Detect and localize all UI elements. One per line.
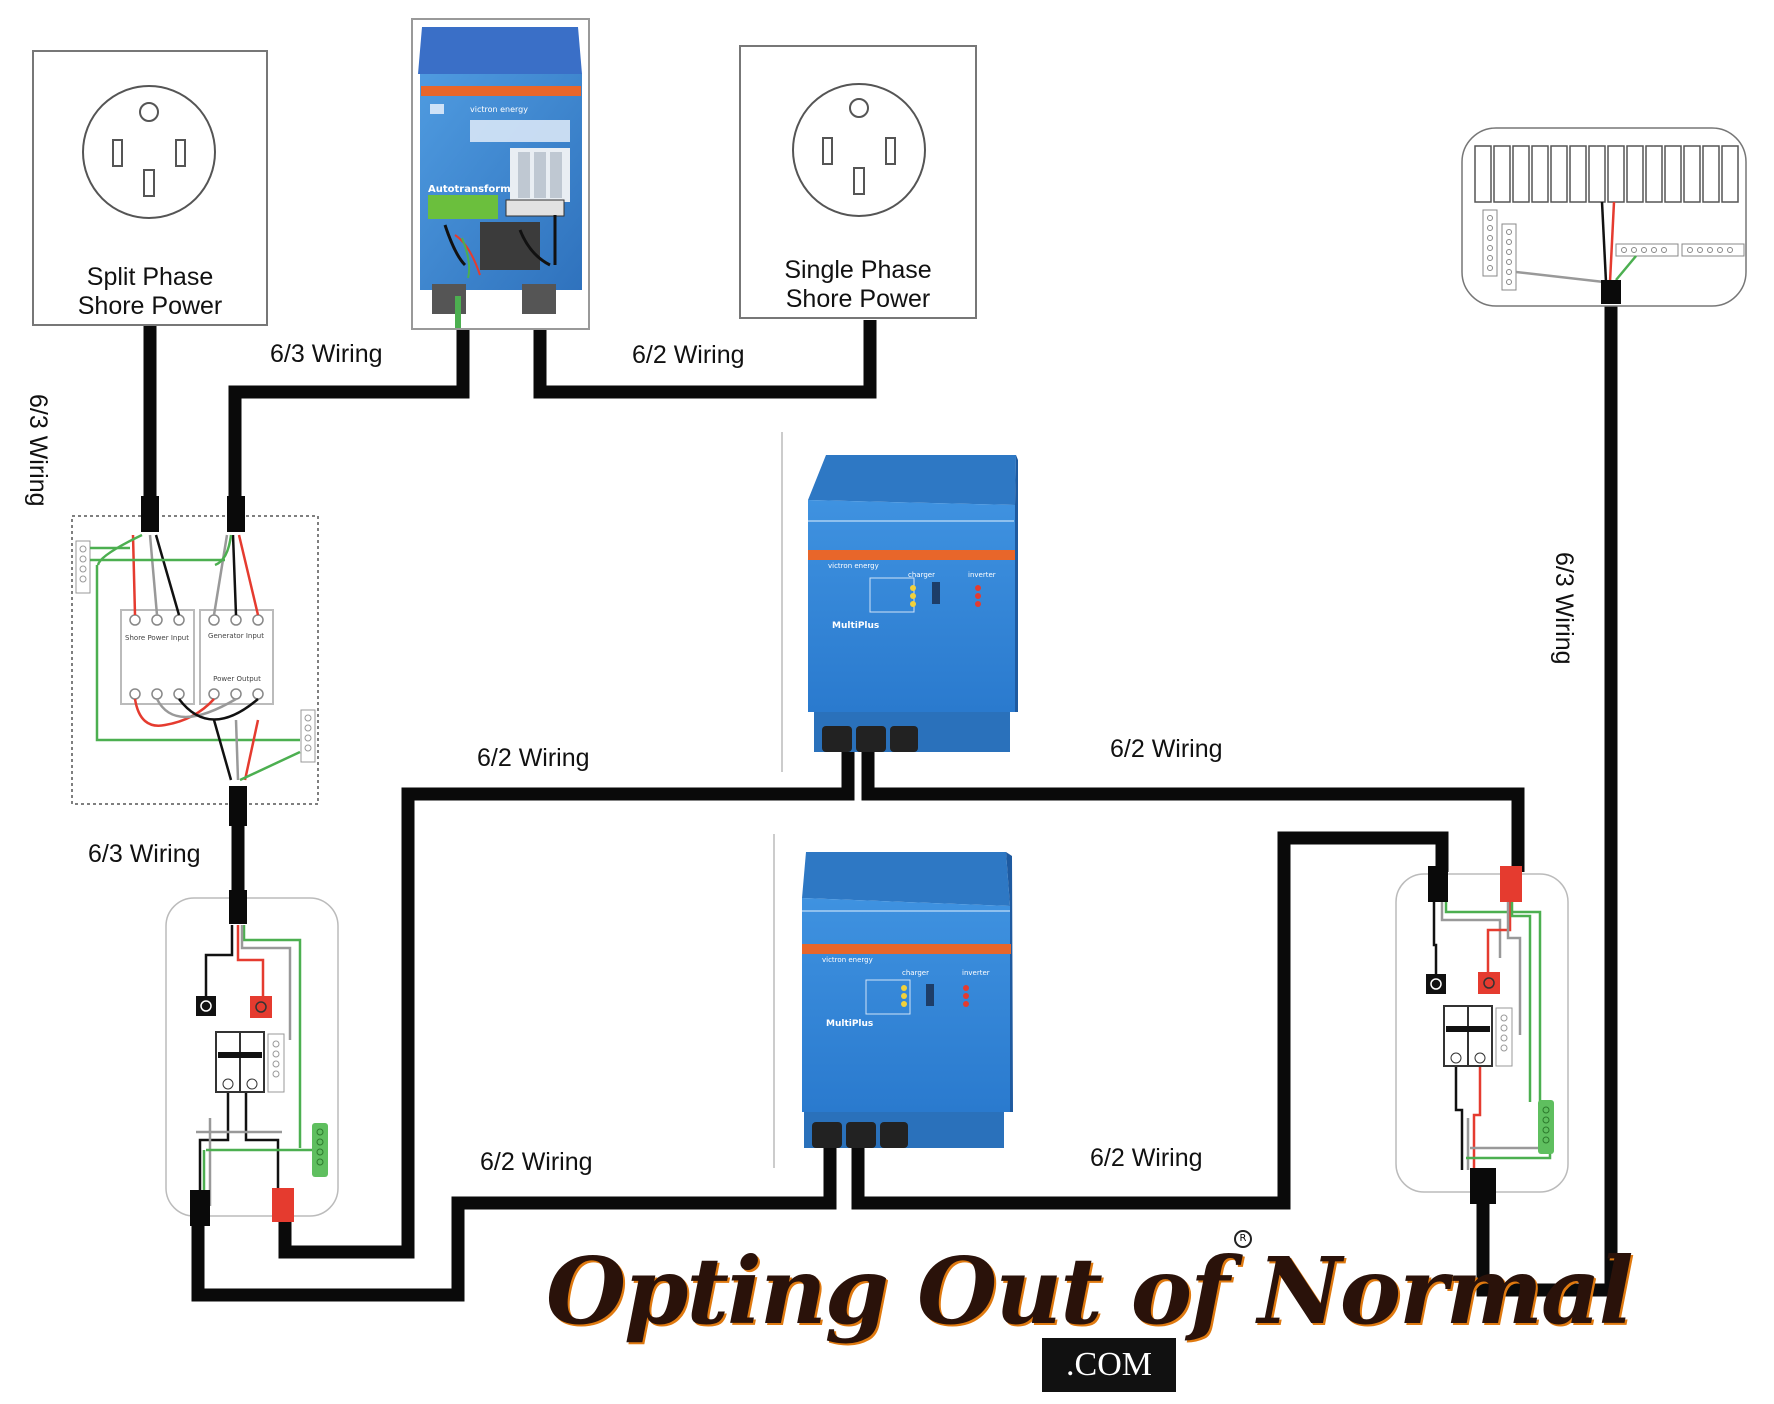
wiring-label-split-to-ts: 6/3 Wiring bbox=[24, 394, 52, 507]
positive-terminal bbox=[250, 996, 272, 1018]
inverter-1-model: MultiPlus bbox=[832, 621, 879, 631]
wiring-label-inv2-to-right: 6/2 Wiring bbox=[1090, 1144, 1203, 1172]
cable-clamp bbox=[1428, 866, 1448, 902]
single-phase-label-line1: Single Phase bbox=[784, 256, 932, 284]
neutral-bar bbox=[1495, 1007, 1513, 1067]
cable-clamp bbox=[229, 890, 247, 924]
cable-left-to-inverter1 bbox=[278, 752, 855, 1259]
inverter-2-model: MultiPlus bbox=[826, 1019, 873, 1029]
split-phase-receptacle bbox=[32, 50, 268, 326]
autotransformer-brand: victron energy bbox=[470, 105, 528, 114]
ground-bar bbox=[75, 540, 91, 594]
cable-left-to-inverter2 bbox=[191, 1146, 837, 1302]
wiring-label-left-to-inv1: 6/2 Wiring bbox=[477, 744, 590, 772]
inverter-1-brand: victron energy bbox=[828, 562, 879, 570]
cables bbox=[143, 285, 1618, 1302]
ground-bar bbox=[1501, 223, 1517, 291]
negative-terminal bbox=[1426, 974, 1446, 994]
inverter-1 bbox=[781, 432, 1018, 772]
left-subpanel bbox=[165, 890, 339, 1226]
wiring-label-ts-to-auto: 6/3 Wiring bbox=[270, 340, 383, 368]
wiring-label-inv1-to-right: 6/2 Wiring bbox=[1110, 735, 1223, 763]
split-phase-label-line2: Shore Power bbox=[77, 292, 223, 320]
shore-power-input-label: Shore Power Input bbox=[125, 634, 189, 642]
wiring-label-left-to-inv2: 6/2 Wiring bbox=[480, 1148, 593, 1176]
outlet-face bbox=[792, 83, 926, 217]
ground-bar bbox=[312, 1123, 328, 1177]
wiring-label-right-to-main: 6/3 Wiring bbox=[1550, 552, 1578, 665]
main-distribution-panel bbox=[1461, 127, 1747, 307]
registered-mark: R bbox=[1234, 1230, 1252, 1248]
right-subpanel bbox=[1395, 866, 1569, 1204]
inverter-1-inverter-label: inverter bbox=[968, 571, 996, 579]
autotransformer bbox=[411, 18, 590, 330]
cable-right-to-main-panel bbox=[1476, 285, 1618, 1297]
brand-logo: Opting Out of Normal .COM R bbox=[546, 1230, 1634, 1396]
wiring-label-auto-to-single: 6/2 Wiring bbox=[632, 341, 745, 369]
transfer-switch bbox=[71, 496, 319, 826]
cable-clamp bbox=[1470, 1168, 1496, 1204]
single-phase-receptacle bbox=[739, 45, 977, 319]
cable-clamp-red bbox=[272, 1188, 294, 1222]
negative-terminal bbox=[196, 996, 216, 1016]
brand-name: Opting Out of Normal bbox=[546, 1237, 1634, 1345]
generator-input-label: Generator Input bbox=[208, 632, 264, 640]
brand-suffix: .COM bbox=[1042, 1338, 1176, 1392]
neutral-bar bbox=[1482, 209, 1498, 277]
split-phase-label-line1: Split Phase bbox=[86, 263, 214, 291]
cable-autotransformer-to-single bbox=[533, 320, 877, 399]
inverter-1-charger-label: charger bbox=[908, 571, 935, 579]
single-phase-label: Single Phase Shore Power bbox=[740, 256, 976, 314]
split-phase-label: Split Phase Shore Power bbox=[33, 263, 267, 321]
inverter-2-inverter-label: inverter bbox=[962, 969, 990, 977]
autotransformer-label: Autotransform bbox=[428, 184, 511, 195]
positive-terminal bbox=[1478, 972, 1500, 994]
neutral-bar bbox=[267, 1033, 285, 1093]
cable-inverter2-to-right bbox=[851, 831, 1449, 1210]
inverter-2-charger-label: charger bbox=[902, 969, 929, 977]
power-output-label: Power Output bbox=[213, 675, 261, 683]
ground-bar bbox=[300, 709, 316, 763]
cable-clamp bbox=[190, 1190, 210, 1226]
cable-inverter1-to-right bbox=[861, 752, 1525, 872]
cable-clamp-red bbox=[1500, 866, 1522, 902]
cable-clamp bbox=[229, 786, 247, 826]
wiring-label-ts-to-left-panel: 6/3 Wiring bbox=[88, 840, 201, 868]
cable-transfer-to-autotransformer bbox=[228, 325, 470, 500]
cable-clamp bbox=[1601, 280, 1621, 304]
outlet-face bbox=[82, 85, 216, 219]
inverter-2 bbox=[773, 834, 1013, 1168]
cable-clamp bbox=[141, 496, 159, 532]
cable-clamp bbox=[227, 496, 245, 532]
inverter-2-brand: victron energy bbox=[822, 956, 873, 964]
single-phase-label-line2: Shore Power bbox=[785, 285, 931, 313]
